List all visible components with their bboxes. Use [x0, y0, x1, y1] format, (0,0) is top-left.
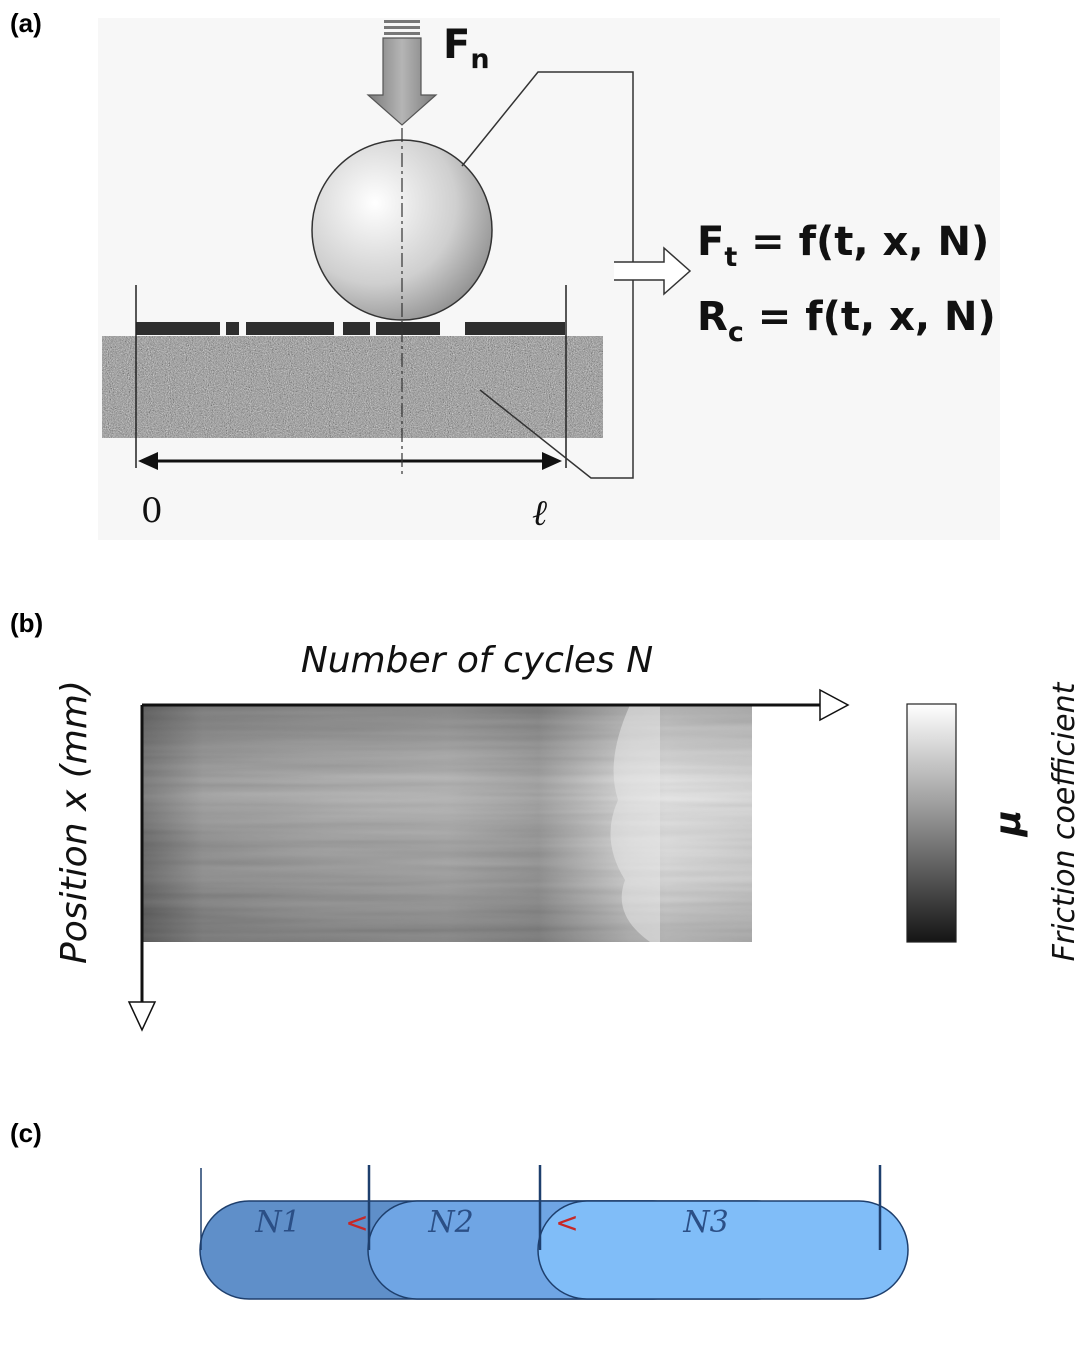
stage-n3-label: N3	[682, 1205, 728, 1240]
normal-force-label: Fn	[443, 22, 490, 75]
panel-label-b: (b)	[10, 608, 44, 638]
stage-n1-label: N1	[254, 1205, 300, 1240]
panel-a-background	[98, 18, 1000, 540]
y-axis-arrowhead	[127, 1001, 157, 1032]
colorbar-symbol: μ	[988, 810, 1029, 838]
stage-n2-label: N2	[427, 1205, 473, 1240]
coating-layer	[136, 322, 565, 335]
output-arrow	[614, 246, 692, 296]
y-axis-title: Position x (mm)	[54, 680, 95, 964]
substrate-texture	[102, 336, 603, 438]
x-axis-title: Number of cycles N	[301, 640, 653, 681]
panel-b-friction-map: Number of cycles N Position x (mm) μ Fri…	[54, 640, 1082, 1032]
friction-map-worn-front	[610, 705, 660, 942]
coating-segment	[226, 322, 239, 335]
friction-map-texture	[142, 705, 752, 942]
axis-end-label: ℓ	[532, 493, 547, 534]
stage-n3-shape	[537, 1200, 909, 1300]
equation-contact-resistance: Rc = f(t, x, N)	[697, 294, 996, 348]
axis-start-label: 0	[141, 491, 163, 531]
panel-label-a: (a)	[10, 8, 42, 38]
colorbar	[906, 703, 957, 943]
coating-segment	[343, 322, 370, 335]
coating-segment	[465, 322, 565, 335]
colorbar-title: Friction coefficient	[1047, 681, 1082, 961]
panel-c-wear-stages: N1 N2 N3 < <	[199, 1165, 909, 1300]
panel-label-c: (c)	[10, 1118, 42, 1148]
x-axis-arrowhead	[819, 688, 850, 722]
coating-segment	[136, 322, 220, 335]
equation-friction-force: Ft = f(t, x, N)	[697, 219, 989, 273]
coating-segment	[376, 322, 440, 335]
normal-force-arrow	[366, 20, 438, 126]
length-arrow	[138, 452, 562, 470]
panel-a-diagram: 0 ℓ Fn Ft = f(t, x, N) Rc = f(t, x, N)	[98, 18, 1000, 540]
coating-segment	[246, 322, 334, 335]
less-than-symbol-1: <	[345, 1206, 368, 1239]
less-than-symbol-2: <	[555, 1206, 578, 1239]
